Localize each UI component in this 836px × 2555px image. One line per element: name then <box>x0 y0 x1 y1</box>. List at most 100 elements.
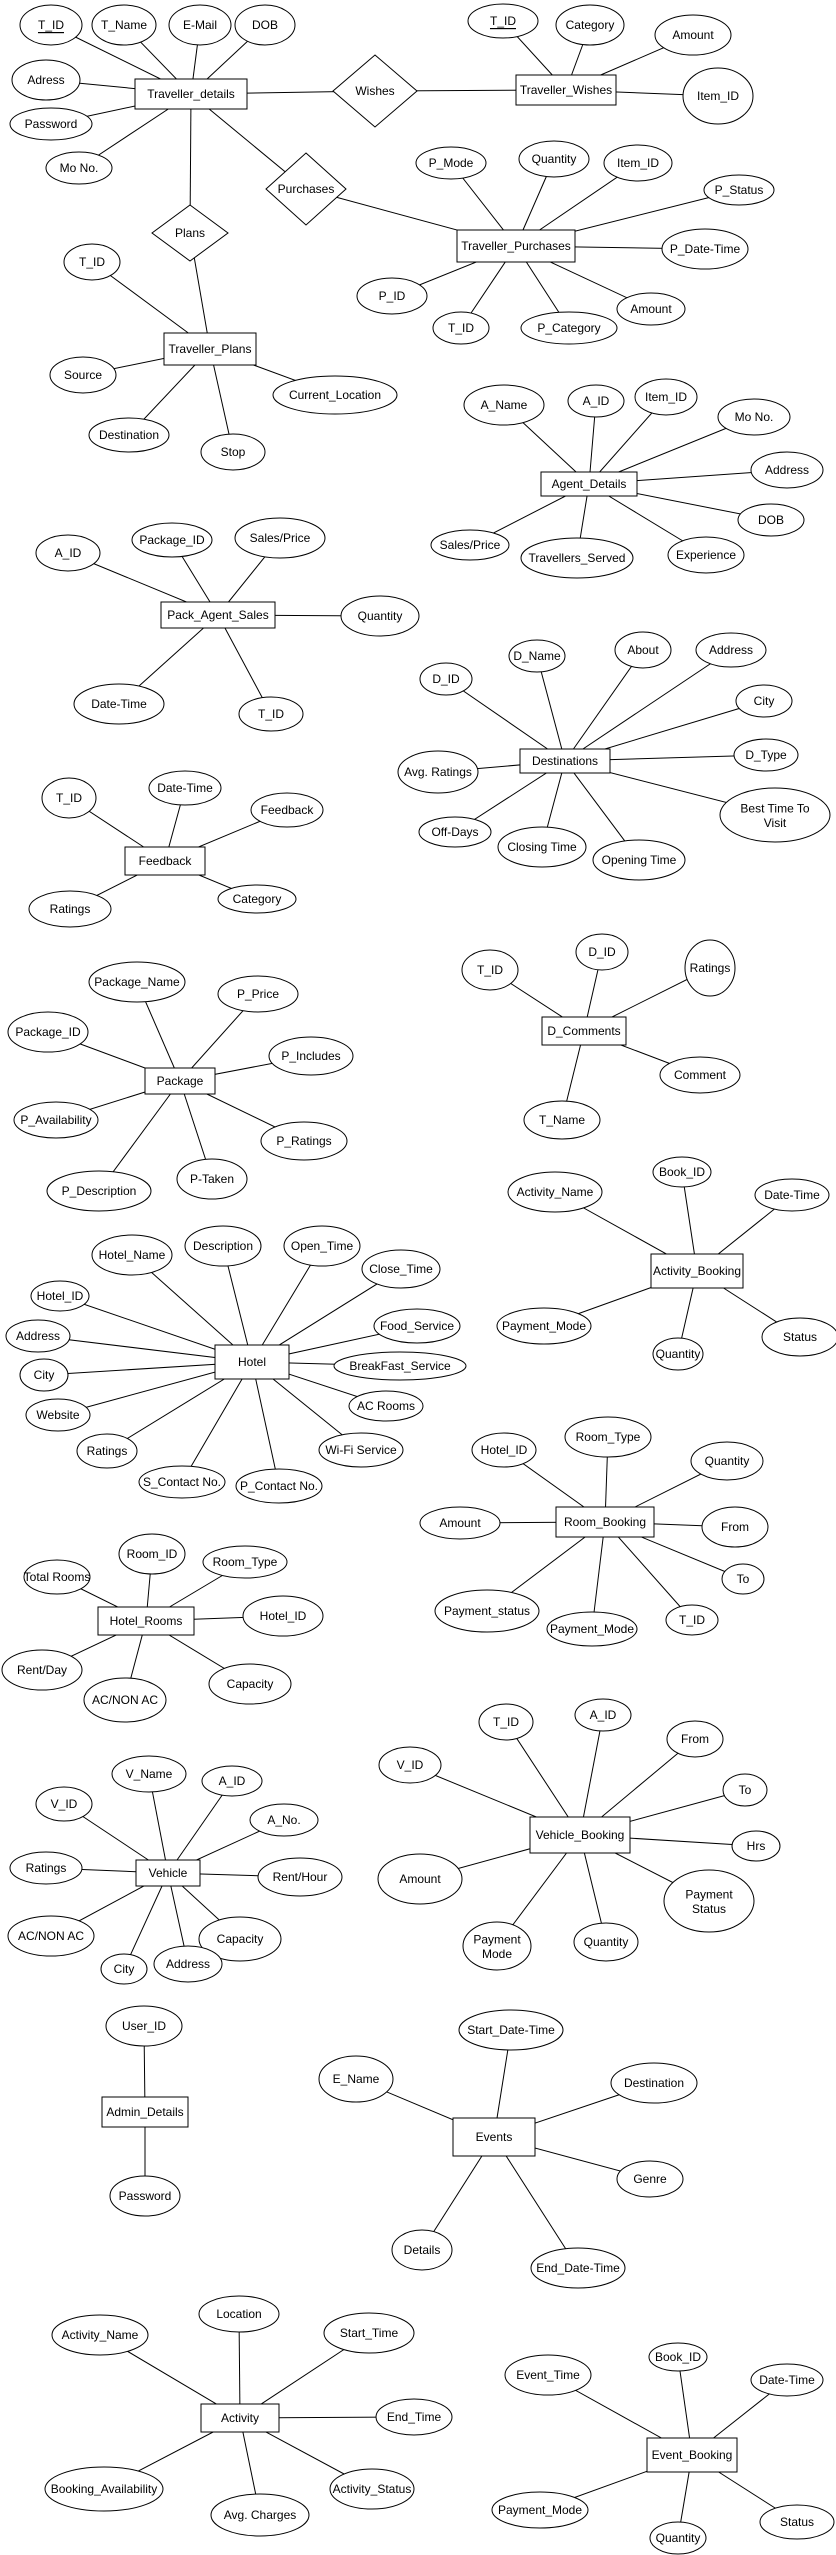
attribute-label: Ratings <box>50 902 91 916</box>
attribute-ellipse <box>7 1915 95 1957</box>
entity-box: Traveller_Wishes <box>515 74 617 106</box>
attribute-label: V_ID <box>51 1797 78 1811</box>
attribute-about: About <box>614 631 672 669</box>
attribute-label: Amount <box>439 1516 481 1530</box>
attribute-label: A_ID <box>583 394 610 408</box>
attribute-item-id: Item_ID <box>682 67 754 125</box>
attribute-label: Address <box>765 463 809 477</box>
entity-rect <box>519 748 611 774</box>
attribute-ellipse <box>750 2363 824 2397</box>
attribute-label: T_ID <box>38 18 64 32</box>
attribute-ellipse <box>176 1158 248 1200</box>
attribute-hotel-name: Hotel_Name <box>91 1234 173 1276</box>
entity-rect <box>650 1253 744 1289</box>
attribute-ellipse <box>217 975 299 1013</box>
attribute-label: AC/NON AC <box>92 1693 158 1707</box>
attribute-ellipse <box>153 1945 223 1983</box>
attribute-label: Book_ID <box>655 2350 701 2364</box>
attribute-ellipse <box>249 1803 319 1837</box>
attribute-label: End_Time <box>387 2410 442 2424</box>
attribute-p-taken: P-Taken <box>176 1158 248 1200</box>
attribute-label: Event_Time <box>516 2368 580 2382</box>
attribute-ellipse <box>695 632 767 668</box>
attribute-package-name: Package_Name <box>88 961 186 1003</box>
attribute-rent-day: Rent/Day <box>1 1649 83 1691</box>
entity-box: Events <box>452 2117 536 2157</box>
attribute-label: City <box>114 1962 135 1976</box>
attribute-open-time: Open_Time <box>283 1225 361 1267</box>
attribute-sales-price: Sales/Price <box>430 529 510 561</box>
attribute-label: Start_Date-Time <box>467 2023 555 2037</box>
attribute-label: Payment_Mode <box>502 1319 586 1333</box>
attribute-ellipse <box>721 1563 765 1595</box>
attribute-room-type: Room_Type <box>564 1416 652 1458</box>
attribute-d-name: D_Name <box>508 639 566 673</box>
attribute-quantity: Quantity <box>340 595 420 637</box>
attribute-ellipse <box>467 3 539 39</box>
attribute-ac-non-ac: AC/NON AC <box>7 1915 95 1957</box>
attribute-details: Details <box>391 2229 453 2271</box>
attribute-current-location: Current_Location <box>272 375 398 415</box>
attribute-label: Amount <box>672 28 714 42</box>
attribute-ellipse <box>25 1398 91 1432</box>
entity-label: Traveller_details <box>147 87 235 101</box>
attribute-ellipse <box>9 1851 83 1885</box>
attribute-label: E_Name <box>333 2072 380 2086</box>
attribute-label: S_Contact No. <box>143 1475 221 1489</box>
attribute-label: To <box>739 1783 752 1797</box>
attribute-d-type: D_Type <box>733 738 799 772</box>
attribute-status: Status <box>759 2504 835 2540</box>
attribute-label: Hotel_ID <box>481 1443 528 1457</box>
relationship-label: Purchases <box>278 182 335 196</box>
attribute-date-time: Date-Time <box>73 683 165 725</box>
attribute-ellipse <box>109 2175 181 2217</box>
attribute-ellipse <box>418 816 492 848</box>
entity-box: Agent_Details <box>540 471 638 497</box>
attribute-ellipse <box>378 1746 442 1784</box>
attribute-label: P_Price <box>237 987 279 1001</box>
attribute-a-id: A_ID <box>567 384 625 418</box>
attribute-label: AC Rooms <box>357 1399 415 1413</box>
attribute-label: D_ID <box>588 945 616 959</box>
attribute-label: Details <box>404 2243 441 2257</box>
attribute-label: Start_Time <box>340 2326 399 2340</box>
attribute-label: T_ID <box>56 791 82 805</box>
attribute-label: Hotel_ID <box>260 1609 307 1623</box>
connector-line <box>536 655 566 762</box>
entity-rect <box>101 2096 189 2128</box>
attribute-password: Password <box>9 107 93 141</box>
attribute-label: T_ID <box>79 255 105 269</box>
attribute-stop: Stop <box>200 433 266 471</box>
attribute-label: Ratings <box>26 1861 67 1875</box>
attribute-label: About <box>627 643 659 657</box>
relationship-label: Wishes <box>355 84 394 98</box>
attribute-end-date-time: End_Date-Time <box>530 2247 626 2289</box>
attribute-label: T_ID <box>679 1613 705 1627</box>
entity-rect <box>541 1016 627 1046</box>
attribute-ellipse <box>735 684 793 718</box>
attribute-label: Comment <box>674 1068 727 1082</box>
attribute-hrs: Hrs <box>731 1830 781 1862</box>
attribute-ellipse <box>13 1101 99 1139</box>
attribute-adress: Adress <box>11 59 81 101</box>
attribute-ellipse <box>504 2354 592 2396</box>
attribute-ellipse <box>105 2005 183 2047</box>
attribute-ellipse <box>391 2229 453 2271</box>
entity-box: Activity_Booking <box>650 1253 744 1289</box>
attribute-ellipse <box>19 4 83 46</box>
attribute-label: Rent/Hour <box>273 1870 328 1884</box>
connector-line <box>579 1714 604 1836</box>
attribute-ellipse <box>91 4 157 46</box>
attribute-ellipse <box>478 1703 534 1741</box>
attribute-label: Total Rooms <box>24 1570 91 1584</box>
attribute-label: P_Ratings <box>276 1134 331 1148</box>
attribute-label: T_ID <box>477 963 503 977</box>
entity-box: D_Comments <box>541 1016 627 1046</box>
attribute-label: To <box>737 1572 750 1586</box>
attribute-ratings: Ratings <box>9 1851 83 1885</box>
attribute-ellipse <box>200 433 266 471</box>
